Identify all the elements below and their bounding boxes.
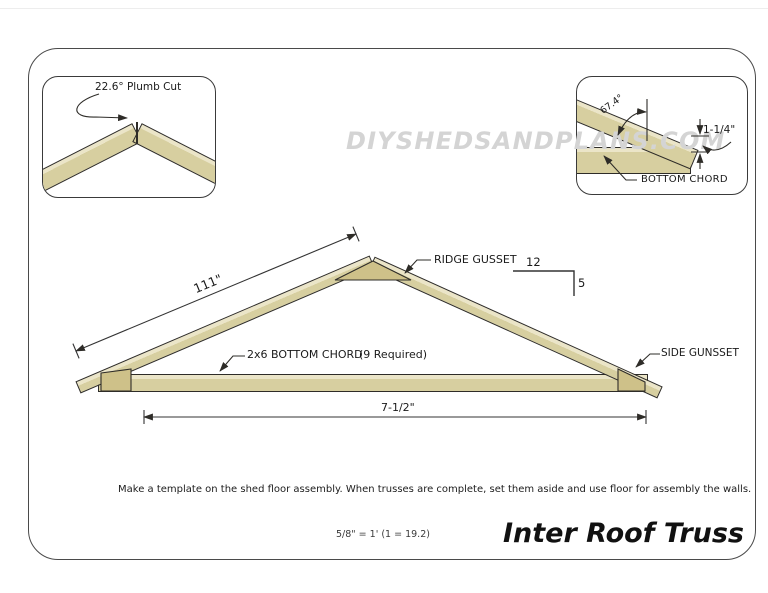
- bottom-chord-label: 2x6 BOTTOM CHORD: [247, 348, 363, 361]
- scale-note: 5/8" = 1' (1 = 19.2): [336, 529, 430, 540]
- pitch-rise-label: 5: [578, 276, 586, 290]
- span-dimension: [143, 410, 647, 424]
- side-gusset-leader: [635, 353, 660, 368]
- side-gusset-left-plate: [100, 368, 132, 392]
- sheet-border: [28, 48, 756, 560]
- bottom-chord-leader: [219, 355, 245, 372]
- side-gusset-label: SIDE GUNSSET: [661, 347, 739, 359]
- heel-detail-linework: [603, 99, 732, 181]
- watermark-text: DIYSHEDSANDPLANS.COM: [346, 127, 726, 155]
- heel-detail-bubble: [576, 76, 748, 195]
- heel-chord-leader: [603, 155, 637, 181]
- pitch-run-label: 12: [526, 255, 541, 269]
- plumb-cut-leader: [76, 93, 128, 122]
- ridge-gusset-plate: [334, 260, 412, 281]
- sheet-title: Inter Roof Truss: [502, 518, 744, 549]
- page-edge-line: [0, 8, 768, 9]
- side-gusset-right-plate: [617, 368, 646, 392]
- span-dimension-label: 7-1/2": [381, 401, 415, 414]
- plumb-cut-detail-bubble: [42, 76, 216, 198]
- plumb-cut-label: 22.6° Plumb Cut: [95, 81, 182, 93]
- offset-label-leader: [702, 141, 732, 155]
- ridge-gusset-leader: [404, 259, 431, 274]
- instruction-text: Make a template on the shed floor assemb…: [118, 484, 752, 495]
- plumb-joint-line: [136, 122, 138, 144]
- pitch-symbol: [513, 270, 575, 296]
- bottom-chord-quantity-label: (9 Required): [359, 348, 428, 361]
- angle-arc: [617, 108, 647, 136]
- heel-offset-label: 1-1/4": [703, 124, 736, 136]
- heel-bottom-chord-label: BOTTOM CHORD: [641, 174, 728, 185]
- ridge-gusset-label: RIDGE GUSSET: [434, 253, 517, 266]
- rafter-length-dimension: [72, 226, 360, 359]
